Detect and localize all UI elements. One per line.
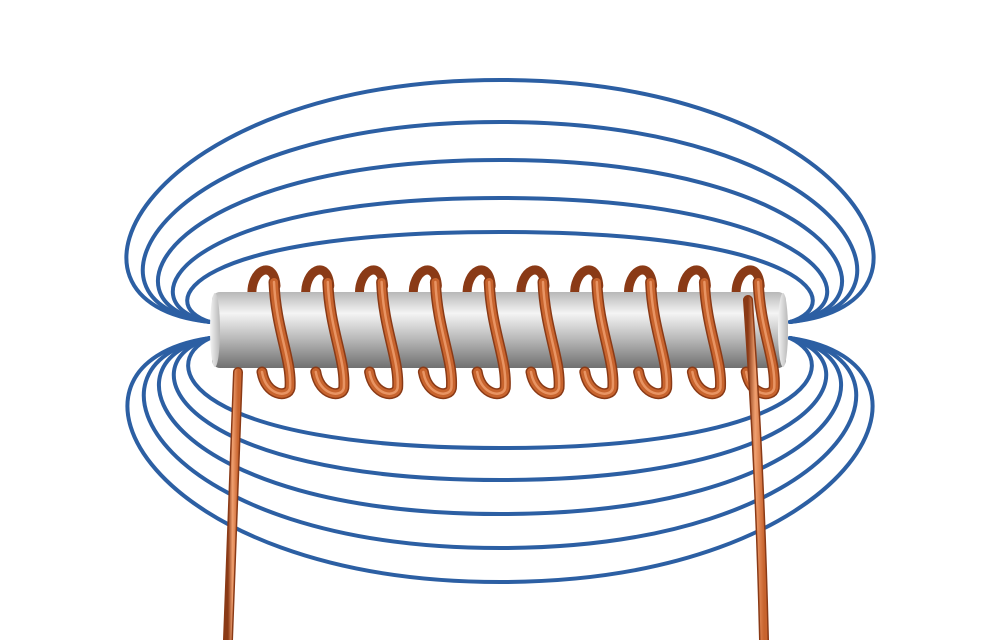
coil-leads bbox=[223, 295, 769, 640]
field-loop-upper bbox=[124, 77, 876, 324]
coil-turn-highlight bbox=[691, 280, 722, 395]
coil-turn-highlight bbox=[583, 280, 615, 395]
coil-turn-highlight bbox=[260, 280, 292, 395]
coil-turn-highlight bbox=[529, 280, 561, 395]
coil-turn-highlight bbox=[368, 280, 399, 395]
magnetic-field-lines bbox=[124, 77, 876, 585]
field-loop-upper bbox=[140, 119, 860, 324]
coil-turn-highlight bbox=[637, 280, 668, 395]
field-loop-lower bbox=[141, 336, 859, 551]
field-loop-lower bbox=[171, 336, 829, 483]
right-lead bbox=[744, 296, 768, 640]
left-lead bbox=[224, 368, 242, 640]
field-loop-upper bbox=[170, 195, 830, 324]
coil-turn-highlight bbox=[314, 280, 346, 395]
core-right-end bbox=[778, 293, 788, 367]
field-loop-lower bbox=[125, 336, 875, 585]
field-loop-upper bbox=[185, 229, 815, 324]
coil-front-segments bbox=[256, 276, 780, 400]
core-left-end bbox=[210, 293, 220, 367]
coil-turn-highlight bbox=[475, 280, 507, 395]
field-loop-upper bbox=[155, 157, 845, 324]
field-loop-lower bbox=[186, 336, 814, 451]
field-loop-lower bbox=[156, 336, 844, 517]
coil-turn-highlight bbox=[422, 280, 453, 395]
